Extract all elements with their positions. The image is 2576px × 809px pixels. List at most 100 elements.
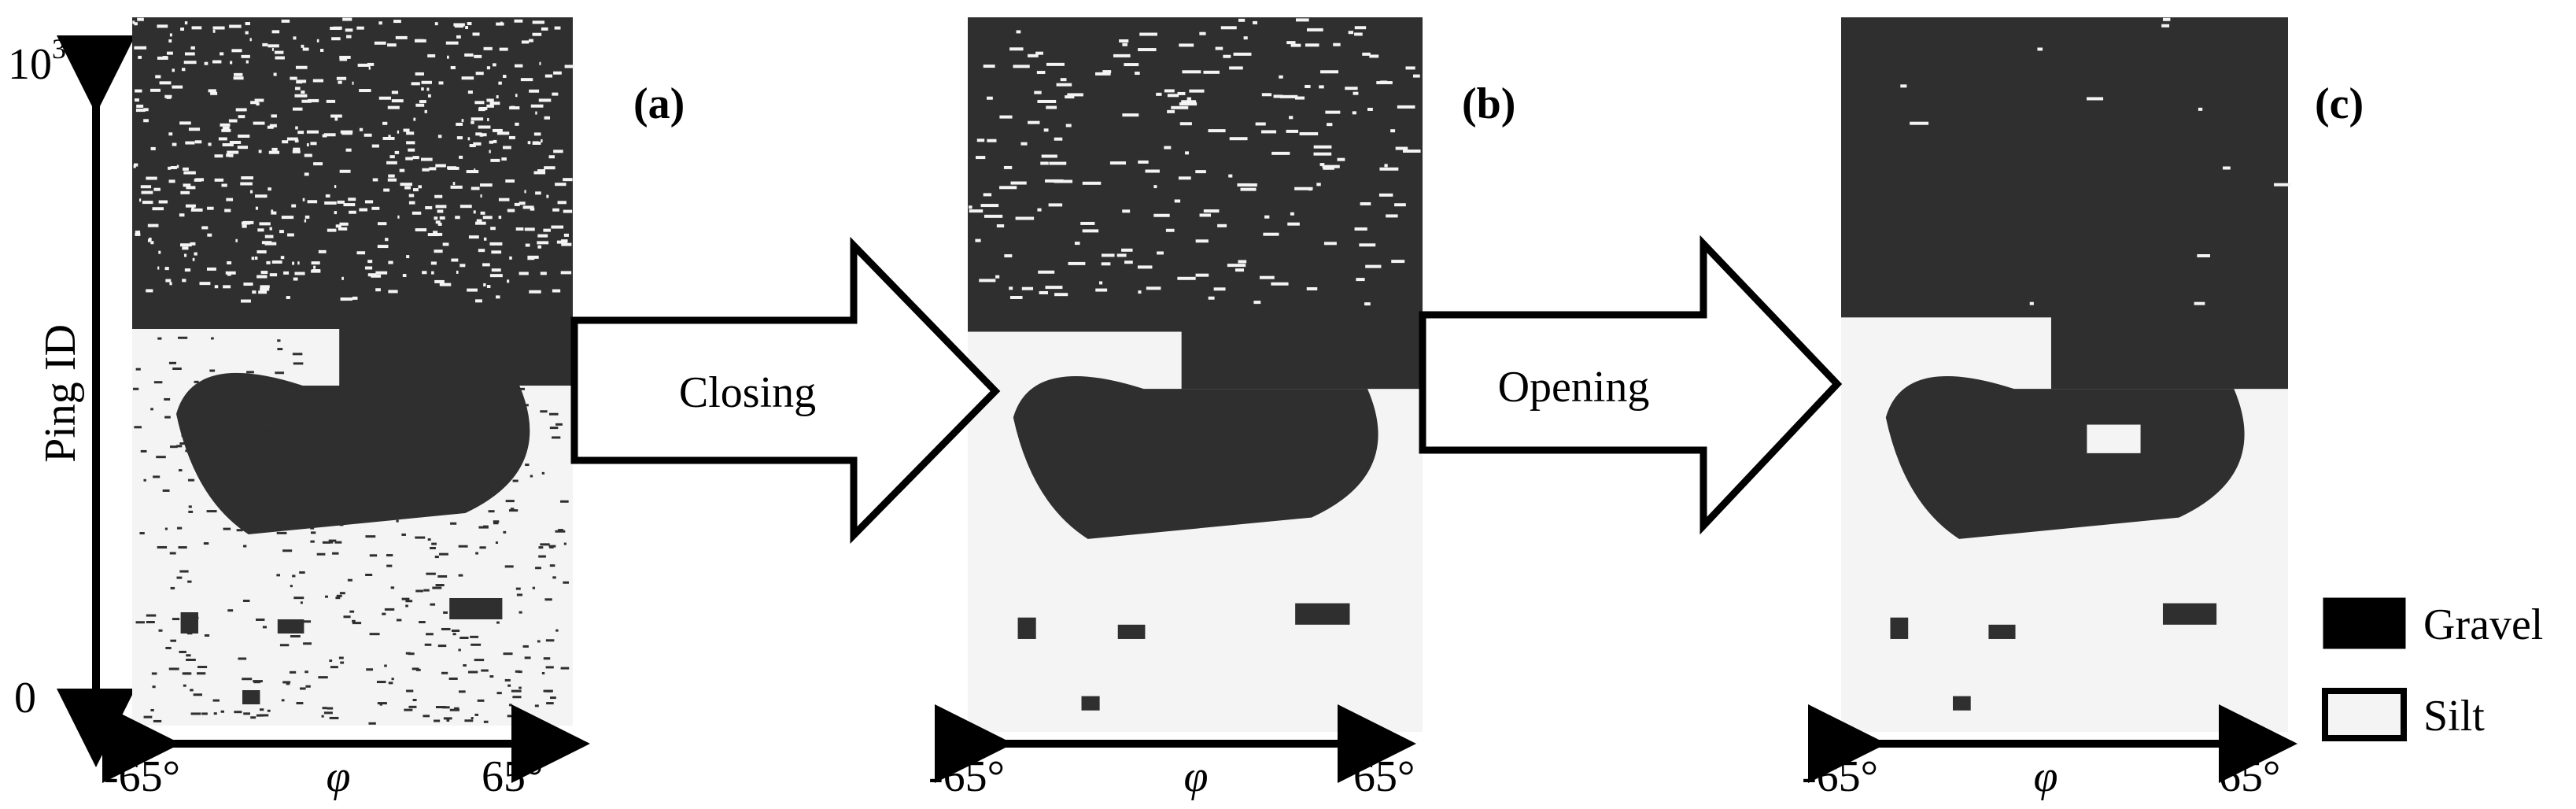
gravel-speckle [538,555,546,558]
silt-speckle [138,55,142,59]
silt-speckle [1413,74,1420,78]
silt-speckle [415,228,427,232]
silt-speckle [1040,161,1049,165]
silt-speckle [201,226,209,230]
gravel-patch [277,619,304,634]
gravel-speckle [435,584,445,587]
silt-speckle [466,170,479,174]
silt-speckle [2197,254,2210,258]
gravel-speckle [544,598,552,601]
silt-speckle [348,198,356,201]
silt-speckle [1253,20,1258,24]
silt-speckle [552,289,561,293]
gravel-speckle [279,644,290,647]
silt-speckle [537,241,549,245]
silt-speckle [382,121,388,125]
silt-speckle [1082,181,1102,185]
silt-speckle [252,290,256,294]
silt-speckle [980,204,999,208]
silt-speckle [1004,254,1013,258]
gravel-speckle [449,370,453,373]
silt-speckle [169,282,172,286]
silt-speckle [1164,89,1175,93]
silt-speckle [235,108,247,112]
silt-speckle [293,36,297,40]
silt-speckle [245,60,249,64]
silt-speckle [1378,193,1393,197]
silt-speckle [1264,215,1270,219]
silt-speckle [346,35,352,39]
gravel-speckle [411,667,419,670]
silt-speckle [294,272,305,275]
gravel-speckle [172,618,180,621]
silt-speckle [1021,286,1034,290]
silt-speckle [1208,296,1215,300]
silt-speckle [1046,105,1057,109]
gravel-speckle [153,475,161,478]
gravel-speckle [470,458,477,461]
silt-speckle [546,194,549,198]
silt-speckle [471,187,480,190]
silt-speckle [214,154,223,158]
gravel-speckle [194,380,199,383]
gravel-speckle [541,671,545,674]
gravel-patch [1295,603,1350,625]
gravel-speckle [239,393,249,396]
gravel-speckle [183,684,186,687]
silt-speckle [425,205,433,209]
silt-speckle [500,21,503,25]
silt-speckle [1271,151,1290,155]
gravel-speckle [405,600,413,603]
gravel-speckle [340,661,345,664]
gravel-speckle [276,531,287,534]
silt-speckle [180,190,190,194]
silt-speckle [311,269,321,273]
silt-speckle [402,274,407,278]
silt-speckle [475,132,482,136]
silt-speckle [2274,183,2291,187]
silt-speckle [327,228,337,232]
silt-speckle [168,179,175,183]
silt-speckle [537,245,542,249]
silt-speckle [356,26,364,30]
silt-speckle [386,161,397,164]
silt-speckle [222,142,234,146]
silt-speckle [996,224,1005,228]
silt-speckle [496,95,499,99]
gravel-speckle [296,468,302,471]
silt-speckle [1039,290,1049,294]
silt-speckle [1099,281,1103,285]
gravel-speckle [231,438,234,441]
silt-speckle [529,290,541,294]
gravel-speckle [548,375,553,378]
silt-speckle [191,26,202,30]
gravel-speckle [150,708,154,711]
silt-speckle [480,133,487,137]
gravel-speckle [220,710,225,713]
gravel-speckle [256,618,265,621]
silt-speckle [983,193,992,197]
silt-speckle [1043,128,1049,132]
silt-speckle [2037,47,2043,51]
silt-speckle [388,290,398,294]
silt-speckle [330,114,342,118]
silt-speckle [509,256,512,260]
silt-speckle [221,128,231,132]
silt-speckle [359,127,364,131]
silt-speckle [405,157,413,161]
silt-speckle [391,91,399,94]
silt-speckle [176,164,179,168]
silt-speckle [503,146,511,150]
gravel-speckle [176,445,183,448]
silt-speckle [153,187,161,191]
gravel-speckle [519,686,522,689]
silt-speckle [375,288,381,292]
silt-speckle [1015,216,1035,220]
gravel-speckle [382,612,386,615]
silt-speckle [352,81,354,85]
silt-speckle [450,65,456,69]
silt-speckle [1009,286,1013,290]
silt-speckle [465,25,468,29]
gravel-speckle [179,570,189,573]
gravel-speckle [323,711,333,715]
